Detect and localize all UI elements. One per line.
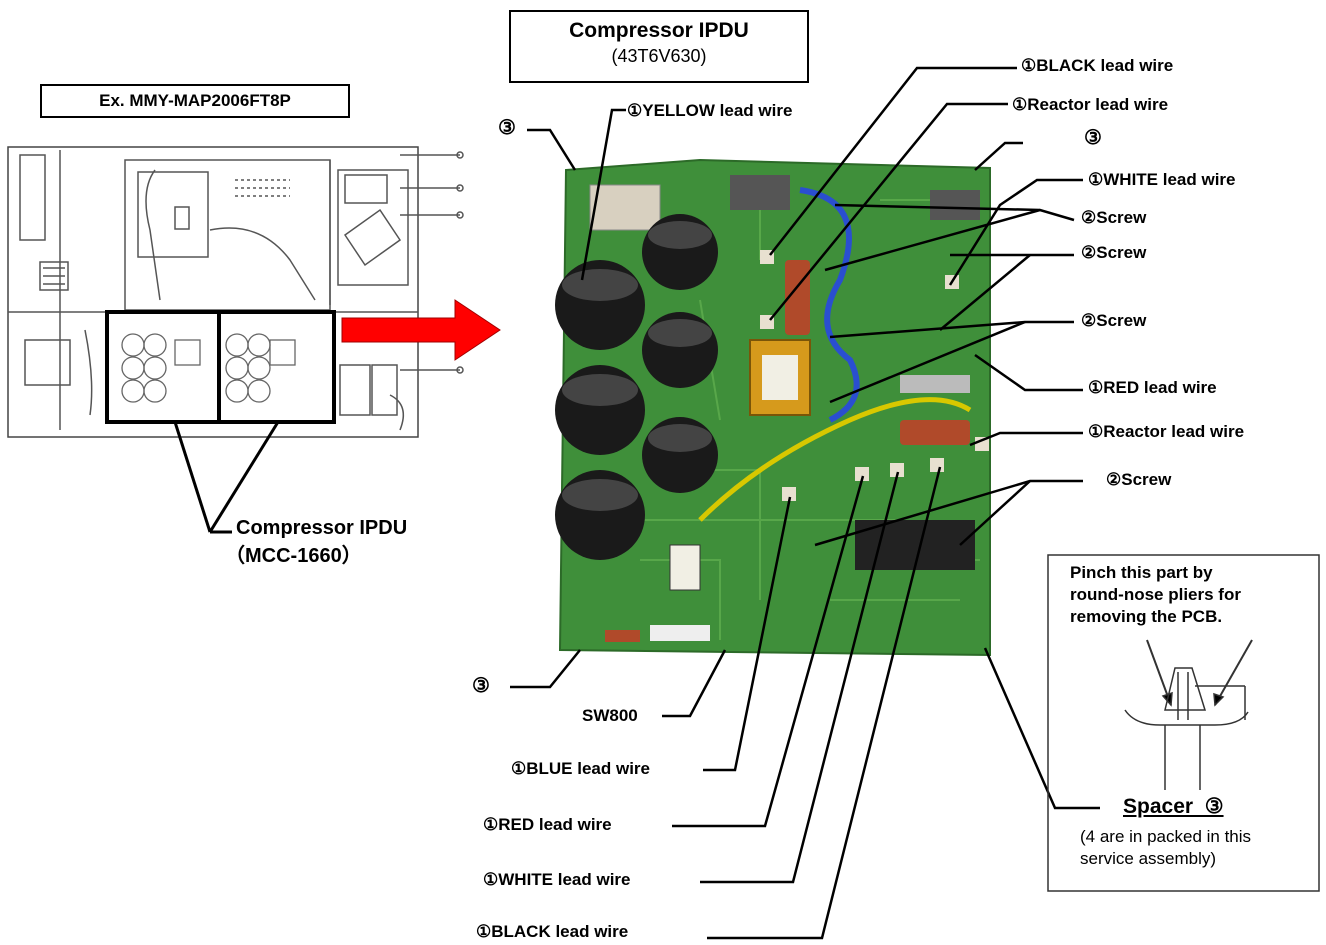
callout-screw-4: ②Screw — [1106, 470, 1171, 490]
callout-spacer-top-left: ③ — [498, 118, 516, 138]
spacer-note: (4 are in packed in this service assembl… — [1080, 826, 1251, 870]
pliers-instruction: Pinch this part by round-nose pliers for… — [1070, 562, 1241, 628]
callout-blue-bottom: ①BLUE lead wire — [511, 759, 650, 779]
red-arrow — [342, 300, 500, 360]
callout-reactor-right: ①Reactor lead wire — [1088, 422, 1244, 442]
callout-white-bottom: ①WHITE lead wire — [483, 870, 631, 890]
callout-screw-3: ②Screw — [1081, 311, 1146, 331]
spacer-note-line-1: (4 are in packed in this — [1080, 826, 1251, 848]
callout-screw-2: ②Screw — [1081, 243, 1146, 263]
callout-yellow: ①YELLOW lead wire — [627, 101, 792, 121]
callout-red-bottom: ①RED lead wire — [483, 815, 612, 835]
callout-black-top: ①BLACK lead wire — [1021, 56, 1173, 76]
callout-reactor-top: ①Reactor lead wire — [1012, 95, 1168, 115]
outdoor-unit-drawing — [8, 147, 463, 437]
left-caption-part: （MCC-1660） — [225, 546, 362, 566]
callout-sw800: SW800 — [582, 706, 638, 726]
callout-spacer-right: ③ — [1084, 128, 1102, 148]
callout-black-bottom: ①BLACK lead wire — [476, 922, 628, 942]
instruction-line-2: round-nose pliers for — [1070, 584, 1241, 606]
callout-red-right: ①RED lead wire — [1088, 378, 1217, 398]
spacer-clip-drawing — [1125, 640, 1252, 790]
callout-white-right: ①WHITE lead wire — [1088, 170, 1236, 190]
spacer-note-line-2: service assembly) — [1080, 848, 1251, 870]
instruction-line-3: removing the PCB. — [1070, 606, 1241, 628]
ipdu-highlight-box-1 — [107, 312, 219, 422]
small-capacitors — [122, 334, 295, 402]
instruction-line-1: Pinch this part by — [1070, 562, 1241, 584]
left-caption-title: Compressor IPDU — [236, 518, 407, 538]
callout-spacer-bottom-left: ③ — [472, 676, 490, 696]
ipdu-highlight-box-2 — [219, 312, 334, 422]
callout-screw-1: ②Screw — [1081, 208, 1146, 228]
spacer-title: Spacer ③ — [1123, 794, 1224, 819]
